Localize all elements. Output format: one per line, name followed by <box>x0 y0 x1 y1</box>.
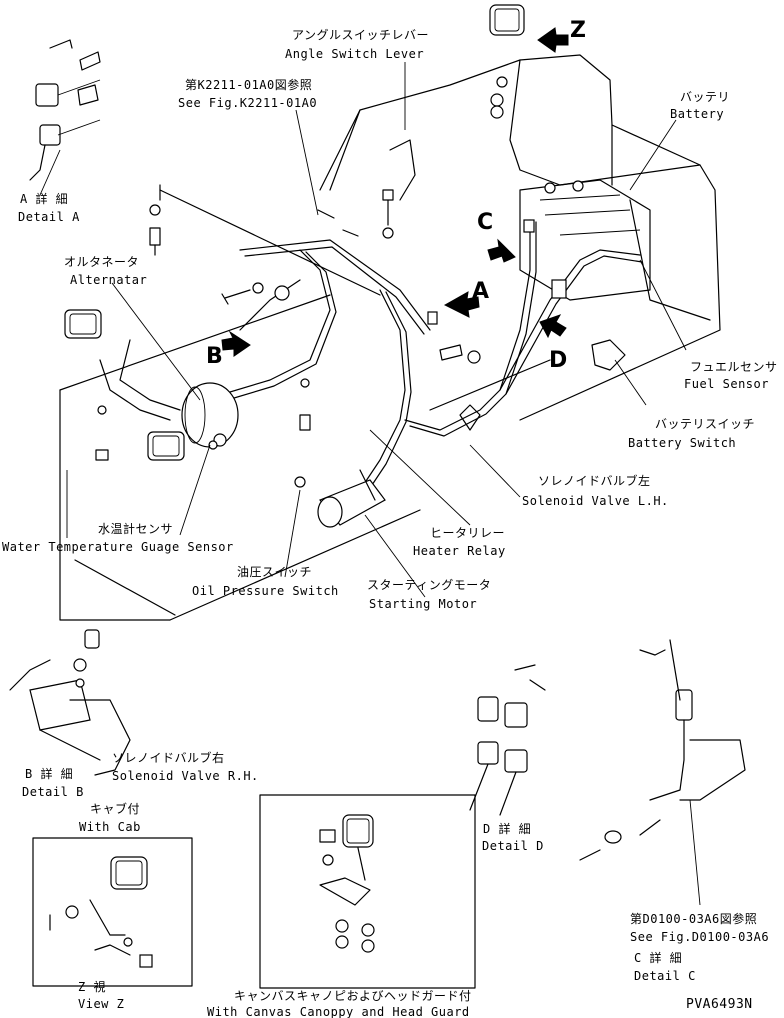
heater-relay-label-jp: ヒータリレー <box>430 526 506 540</box>
battery-label-en: Battery <box>670 107 725 121</box>
view-z-drawing <box>49 899 153 968</box>
canopy-label-en: With Canvas Canoppy and Head Guard <box>207 1005 470 1018</box>
water-temp-label-en: Water Temperature Guage Sensor <box>2 540 234 554</box>
view-z-frame <box>32 837 193 987</box>
alternator-label-jp: オルタネータ <box>64 255 140 269</box>
starting-motor-label-en: Starting Motor <box>369 597 478 611</box>
canopy-frame <box>259 794 476 989</box>
detail-c-drawing <box>579 639 746 861</box>
battery-box <box>519 179 651 301</box>
angle-switch-label-en: Angle Switch Lever <box>285 47 425 61</box>
fuel-sensor-label-en: Fuel Sensor <box>684 377 769 391</box>
view-z-label-jp: Z 視 <box>78 980 106 994</box>
machine-body-outline <box>59 54 721 621</box>
canopy-drawing <box>319 829 375 953</box>
marker-a: A <box>472 279 490 304</box>
drawing-number: PVA6493N <box>686 997 753 1012</box>
marker-z: Z <box>570 18 587 43</box>
detail-a-label-jp: A 詳 細 <box>20 192 69 206</box>
small-hardware <box>95 76 626 488</box>
detail-d-label-jp: D 詳 細 <box>483 822 532 836</box>
angle-switch-label-jp: アングルスイッチレバー <box>292 28 430 42</box>
detail-a-label-en: Detail A <box>18 210 80 224</box>
heater-relay-label-en: Heater Relay <box>413 544 506 558</box>
battery-switch-label-en: Battery Switch <box>628 436 737 450</box>
see-d0100-label-jp: 第D0100-03A6図参照 <box>630 912 758 926</box>
solenoid-lh-label-jp: ソレノイドバルブ左 <box>538 474 651 488</box>
with-cab-label-en: With Cab <box>79 820 141 834</box>
canopy-label-jp: キャンバスキャノピおよびヘッドガード付 <box>234 989 472 1003</box>
solenoid-rh-label-jp: ソレノイドバルブ右 <box>112 751 225 765</box>
detail-c-label-en: Detail C <box>634 969 696 983</box>
marker-d: D <box>549 348 568 373</box>
water-temp-label-jp: 水温計センサ <box>98 522 174 536</box>
battery-switch-label-jp: バッテリスイッチ <box>655 417 756 431</box>
oil-pressure-label-jp: 油圧スイッチ <box>237 565 313 579</box>
see-d0100-label-en: See Fig.D0100-03A6 <box>630 930 770 944</box>
see-k2211-label-jp: 第K2211-01A0図参照 <box>185 78 313 92</box>
leader-lines <box>39 62 701 906</box>
see-k2211-label-en: See Fig.K2211-01A0 <box>178 96 318 110</box>
with-cab-label-jp: キャブ付 <box>90 802 141 816</box>
solenoid-lh-label-en: Solenoid Valve L.H. <box>522 494 669 508</box>
main-harness <box>99 139 643 495</box>
view-z-label-en: View Z <box>78 997 125 1011</box>
work-lamps <box>64 4 525 890</box>
starting-motor-part <box>317 469 386 528</box>
detail-b-label-en: Detail B <box>22 785 84 799</box>
detail-b-drawing <box>9 629 131 776</box>
detail-a-drawing <box>29 39 101 181</box>
marker-b: B <box>206 344 224 369</box>
alternator-part <box>181 382 239 448</box>
detail-c-label-jp: C 詳 細 <box>634 951 683 965</box>
fuel-sensor-label-jp: フュエルセンサ <box>690 360 778 374</box>
oil-pressure-label-en: Oil Pressure Switch <box>192 584 339 598</box>
detail-d-drawing <box>469 664 546 816</box>
marker-c: C <box>477 210 494 235</box>
starting-motor-label-jp: スターティングモータ <box>367 578 492 592</box>
alternator-label-en: Alternatar <box>70 273 148 287</box>
battery-label-jp: バッテリ <box>680 90 731 104</box>
callout-arrows <box>221 27 569 357</box>
solenoid-rh-label-en: Solenoid Valve R.H. <box>112 769 259 783</box>
detail-d-label-en: Detail D <box>482 839 544 853</box>
detail-b-label-jp: B 詳 細 <box>25 767 74 781</box>
